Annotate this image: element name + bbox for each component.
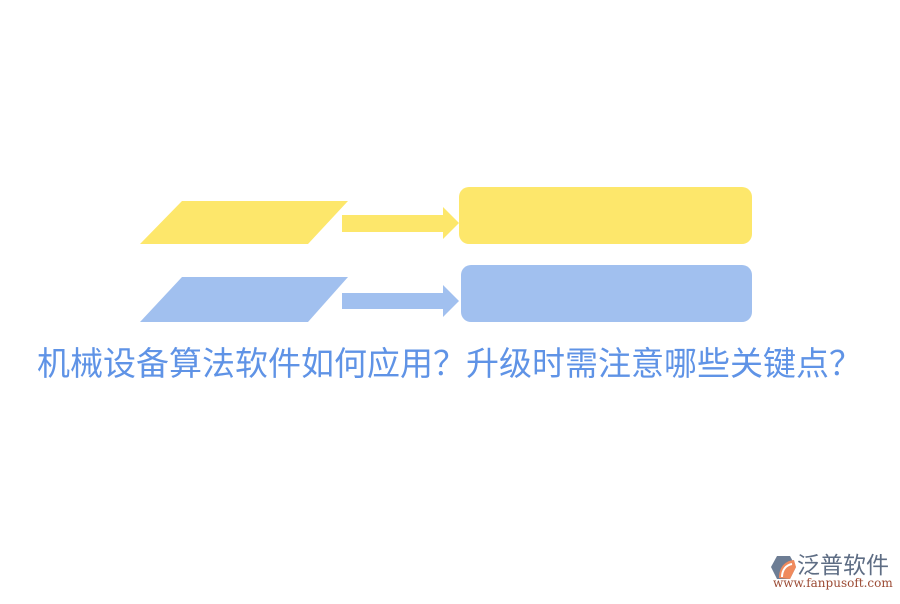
brand-url[interactable]: www.fanpusoft.com (773, 576, 893, 590)
brand-name: 泛普软件 (797, 553, 889, 579)
diagram-row-1 (140, 187, 752, 244)
parallelogram-input-2 (140, 277, 348, 322)
fanpu-logo-icon (771, 556, 796, 579)
right-arrow-icon (342, 285, 459, 317)
diagram-row-2 (140, 265, 752, 322)
right-arrow-icon (342, 207, 459, 239)
rounded-rect-output-1 (459, 187, 752, 244)
page-title: 机械设备算法软件如何应用？升级时需注意哪些关键点？ (37, 344, 862, 383)
brand-logo[interactable]: 泛普软件 www.fanpusoft.com (768, 552, 896, 594)
parallelogram-input-1 (140, 201, 348, 244)
rounded-rect-output-2 (461, 265, 752, 322)
